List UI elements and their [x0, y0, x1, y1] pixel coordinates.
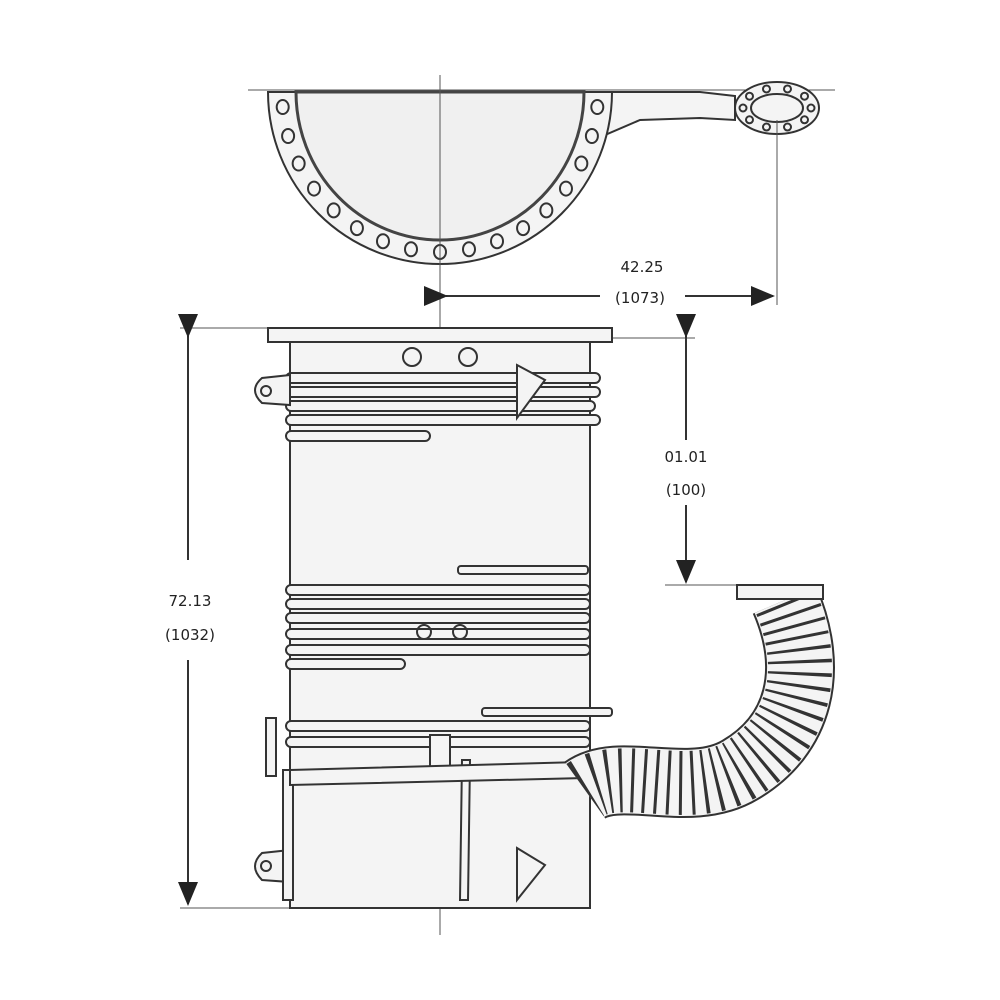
- width-dimension-metric: (1073): [615, 289, 665, 307]
- outlet-height-dimension-metric: (100): [666, 481, 706, 499]
- port-hole: [416, 624, 432, 640]
- coil-band: [285, 372, 601, 384]
- bolt-hole: [516, 220, 531, 237]
- flange-bolt-holes: [275, 99, 605, 260]
- coil-band: [285, 414, 601, 426]
- drain-pipe: [458, 759, 472, 901]
- outlet-height-dimension: 01.01: [665, 448, 708, 466]
- nozzle-upper: [516, 363, 547, 422]
- bolt-hole: [761, 122, 771, 132]
- coil-band: [285, 584, 591, 596]
- bolt-hole: [375, 233, 390, 250]
- bolt-hole: [800, 91, 810, 101]
- coil-band: [285, 720, 591, 732]
- coil-band: [285, 612, 591, 624]
- bolt-hole: [281, 128, 296, 145]
- outlet-arm: [603, 91, 736, 137]
- bolt-hole: [307, 180, 322, 197]
- bolt-hole: [404, 241, 419, 258]
- bolt-hole: [761, 84, 771, 94]
- bolt-hole: [326, 202, 341, 219]
- flex-hose-corrugations: [566, 587, 832, 818]
- lifting-lug-lower: [254, 848, 291, 884]
- lug-hole: [260, 385, 272, 397]
- side-view: 72.13 (1032) 01.01 (100): [165, 314, 835, 909]
- bolt-hole: [349, 220, 364, 237]
- bolt-hole: [539, 202, 554, 219]
- bolt-hole: [291, 155, 306, 172]
- outlet-bolt-holes: [738, 84, 816, 132]
- coil-band: [457, 565, 589, 575]
- overall-height-dimension-metric: (1032): [165, 626, 215, 644]
- bolt-hole: [461, 241, 476, 258]
- bolt-hole: [783, 84, 793, 94]
- nozzle-lower: [516, 846, 547, 903]
- side-flange: [265, 717, 277, 777]
- coil-band: [285, 628, 591, 640]
- bolt-hole: [558, 180, 573, 197]
- overall-height-dimension: 72.13: [169, 592, 212, 610]
- lifting-lug-upper: [254, 373, 291, 407]
- coil-band: [285, 430, 431, 442]
- bolt-hole: [275, 99, 290, 116]
- bolt-hole: [744, 115, 754, 125]
- hose-outlet-flange: [736, 584, 824, 600]
- bolt-hole: [584, 128, 599, 145]
- bolt-hole: [574, 155, 589, 172]
- support-leg: [282, 769, 294, 901]
- top-view: 42.25 (1073): [248, 75, 835, 935]
- bolt-hole: [738, 103, 748, 113]
- bolt-hole: [806, 103, 816, 113]
- width-dimension: 42.25: [621, 258, 664, 276]
- top-plate: [267, 327, 613, 343]
- port-hole: [452, 624, 468, 640]
- lug-hole: [260, 860, 272, 872]
- bolt-hole: [744, 91, 754, 101]
- coil-band: [285, 598, 591, 610]
- coil-band: [481, 707, 613, 717]
- bolt-hole: [800, 115, 810, 125]
- port-hole: [458, 347, 478, 367]
- bolt-hole: [783, 122, 793, 132]
- coil-band: [285, 658, 406, 670]
- bolt-hole: [590, 99, 605, 116]
- coil-band: [285, 644, 591, 656]
- coil-band: [285, 386, 601, 398]
- port-hole: [402, 347, 422, 367]
- coil-band: [285, 400, 596, 412]
- bolt-hole: [490, 233, 505, 250]
